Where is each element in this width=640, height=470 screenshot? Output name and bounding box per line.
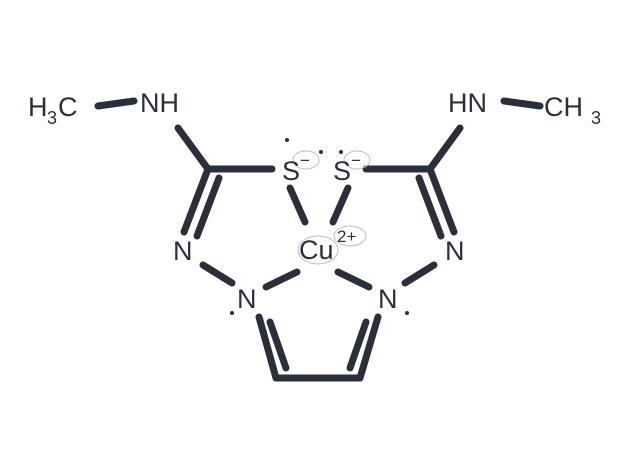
- charge-ring-metal: [333, 225, 367, 247]
- electron-dot-left-s-b: [319, 150, 323, 154]
- bond-n-c-left-ring: [255, 313, 280, 382]
- bond-c-n-right-ring-inner: [346, 318, 370, 372]
- charge-metal: 2+: [337, 227, 356, 246]
- bond-s-cu-left: [286, 184, 309, 226]
- electron-dot-left-s-a: [285, 138, 289, 142]
- charge-right-sulfur: −: [351, 151, 361, 170]
- electron-dot-left-n: [230, 311, 234, 315]
- charge-ring-right-sulfur: [343, 150, 371, 170]
- atom-left-sulfur: S: [282, 156, 300, 186]
- bond-n-cu-left: [262, 268, 301, 291]
- bond-n-cu-right: [334, 268, 373, 291]
- bond-s-cu-right: [329, 184, 352, 226]
- atom-left-methyl-c: C: [58, 92, 78, 122]
- electron-dot-right-n: [405, 311, 409, 315]
- atom-left-amine: NH: [140, 88, 179, 118]
- atom-left-methyl-h: H: [28, 92, 48, 122]
- bond-nh-c-left: [174, 124, 212, 173]
- bond-c-n-right-ring: [356, 313, 382, 382]
- bond-c-n-left-double-a: [180, 165, 212, 236]
- atom-right-methyl-ch: CH: [544, 92, 583, 122]
- bond-c-n-right-double-b: [415, 174, 445, 240]
- bonds: [94, 97, 544, 382]
- atom-right-ring-n-outer: N: [445, 236, 465, 266]
- atom-left-ring-n-outer: N: [173, 236, 193, 266]
- atom-right-ring-n-inner: N: [378, 284, 398, 314]
- bond-n-c-left-ring-inner: [266, 318, 290, 372]
- atom-left-ring-n-inner: N: [237, 284, 257, 314]
- bond-n-n-left: [199, 261, 236, 287]
- bond-c-n-left-double-b: [193, 174, 223, 240]
- atom-left-methyl-sub: 3: [47, 108, 57, 128]
- atom-right-methyl-sub: 3: [591, 108, 601, 128]
- atom-metal: Cu: [299, 235, 334, 265]
- bond-n-n-right: [401, 261, 438, 287]
- charge-left-sulfur: −: [300, 151, 310, 170]
- electron-dot-right-s: [339, 150, 343, 154]
- bond-c-n-right-double-a: [426, 165, 458, 236]
- bond-nh-ch3-right: [500, 97, 544, 110]
- charge-ring-left-sulfur: [292, 150, 320, 170]
- atom-right-amine: HN: [448, 88, 487, 118]
- bond-c-nh-right: [426, 124, 464, 173]
- bond-ch3-nh-left: [94, 97, 138, 110]
- atom-right-sulfur: S: [333, 156, 351, 186]
- metal-label-ring: [297, 235, 339, 265]
